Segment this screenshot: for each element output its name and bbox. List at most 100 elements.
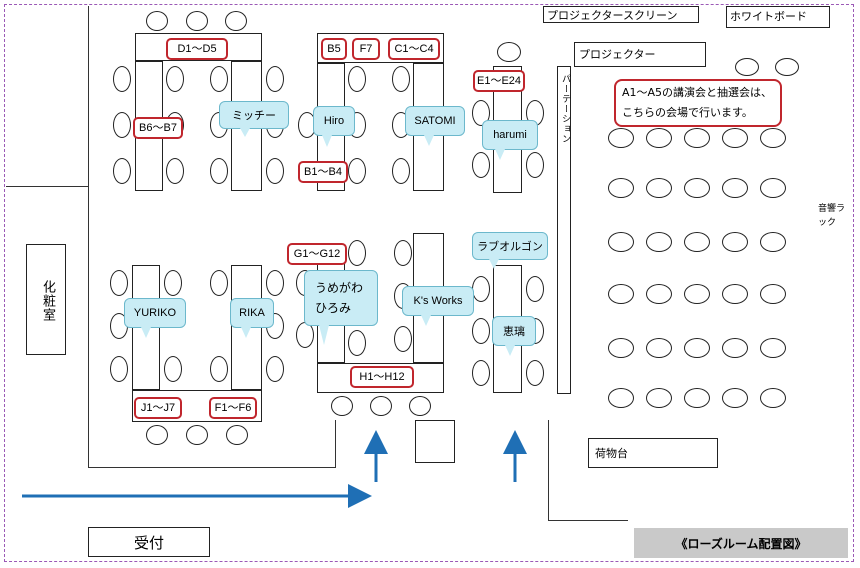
- audience-chair: [760, 284, 786, 304]
- audience-chair: [608, 284, 634, 304]
- booth-tag-b1: B1〜B4: [298, 161, 348, 183]
- chair: [394, 326, 412, 352]
- exhibitor-bubble-yuriko: YURIKO: [124, 298, 186, 338]
- reception: 受付: [88, 527, 210, 557]
- chair: [110, 270, 128, 296]
- chair: [348, 240, 366, 266]
- audience-chair: [684, 128, 710, 148]
- booth-tag-h: H1〜H12: [350, 366, 414, 388]
- chair: [775, 58, 799, 76]
- powder-room-label: 化粧室: [40, 280, 55, 322]
- chair: [526, 152, 544, 178]
- audience-chair: [646, 284, 672, 304]
- audience-chair: [760, 128, 786, 148]
- partition-label: パーテーション: [560, 74, 570, 144]
- chair: [210, 356, 228, 382]
- exhibitor-bubble-love-orgone: ラブオルゴン: [472, 232, 548, 269]
- audience-chair: [760, 338, 786, 358]
- baggage-table: 荷物台: [588, 438, 718, 468]
- audience-chair: [684, 232, 710, 252]
- wall-lower-right: [335, 420, 336, 468]
- chair: [394, 240, 412, 266]
- chair: [226, 425, 248, 445]
- chair: [472, 318, 490, 344]
- projector: プロジェクター: [574, 42, 706, 67]
- audience-chair: [646, 338, 672, 358]
- booth-tag-b5: B5: [321, 38, 347, 60]
- booth-tag-d: D1〜D5: [166, 38, 228, 60]
- room-frame: [4, 4, 854, 562]
- audience-chair: [760, 178, 786, 198]
- chair: [186, 11, 208, 31]
- exhibitor-name: ラブオルゴン: [477, 241, 543, 253]
- wall-left-upper: [88, 6, 89, 468]
- chair: [735, 58, 759, 76]
- exhibitor-bubble-emi: 恵璃: [492, 316, 536, 356]
- chair: [266, 158, 284, 184]
- exhibitor-name: Hiro: [323, 115, 345, 127]
- audience-chair: [760, 388, 786, 408]
- chair: [210, 158, 228, 184]
- audience-chair: [760, 232, 786, 252]
- map-title: 《ローズルーム配置図》: [634, 528, 848, 558]
- exhibitor-bubble-rika: RIKA: [230, 298, 274, 338]
- chair: [266, 356, 284, 382]
- audience-chair: [722, 284, 748, 304]
- booth-tag-g: G1〜G12: [287, 243, 347, 265]
- audience-chair: [684, 284, 710, 304]
- chair: [186, 425, 208, 445]
- chair: [113, 158, 131, 184]
- chair: [472, 360, 490, 386]
- exhibitor-name-line-2: ひろみ: [315, 301, 352, 315]
- chair: [266, 270, 284, 296]
- chair: [146, 11, 168, 31]
- storage-box: [415, 420, 455, 463]
- booth-tag-b6: B6〜B7: [133, 117, 183, 139]
- notice-line-2: こちらの会場で行います。: [622, 106, 753, 119]
- wall-restroom-top: [6, 186, 88, 187]
- chair: [348, 330, 366, 356]
- audience-chair: [608, 128, 634, 148]
- exhibitor-name-line-1: うめがわ: [315, 281, 364, 295]
- audience-chair: [722, 338, 748, 358]
- audio-rack-label: 音響ラック: [818, 204, 846, 228]
- exhibitor-bubble-kworks: K's Works: [402, 286, 474, 326]
- audience-chair: [608, 232, 634, 252]
- chair: [472, 100, 490, 126]
- exhibitor-name: 恵璃: [503, 326, 525, 338]
- booth-tag-f7: F7: [352, 38, 380, 60]
- chair: [472, 152, 490, 178]
- chair: [392, 66, 410, 92]
- wall-right-pillar: [548, 420, 549, 520]
- audience-chair: [608, 178, 634, 198]
- chair: [409, 396, 431, 416]
- audience-chair: [646, 388, 672, 408]
- chair: [266, 66, 284, 92]
- chair: [164, 270, 182, 296]
- chair: [113, 112, 131, 138]
- exhibitor-name: YURIKO: [133, 307, 177, 319]
- audience-chair: [684, 338, 710, 358]
- exhibitor-name: SATOMI: [414, 115, 456, 127]
- chair: [210, 270, 228, 296]
- exhibitor-bubble-satomi: SATOMI: [405, 106, 465, 146]
- chair: [497, 42, 521, 62]
- exhibitor-name: ミッチー: [232, 110, 276, 122]
- chair: [164, 356, 182, 382]
- audience-chair: [722, 388, 748, 408]
- chair: [370, 396, 392, 416]
- audience-chair: [722, 128, 748, 148]
- chair: [392, 158, 410, 184]
- audience-chair: [646, 178, 672, 198]
- audience-chair: [684, 178, 710, 198]
- exhibitor-name: K's Works: [413, 295, 463, 307]
- chair: [526, 360, 544, 386]
- chair: [331, 396, 353, 416]
- exhibitor-bubble-harumi: harumi: [482, 120, 538, 160]
- exhibitor-bubble-michi: ミッチー: [219, 101, 289, 137]
- wall-right-floor: [548, 520, 628, 521]
- notice-line-1: A1〜A5の講演会と抽選会は、: [622, 86, 773, 99]
- lecture-notice: A1〜A5の講演会と抽選会は、 こちらの会場で行います。: [614, 79, 782, 127]
- chair: [225, 11, 247, 31]
- booth-tag-j: J1〜J7: [134, 397, 182, 419]
